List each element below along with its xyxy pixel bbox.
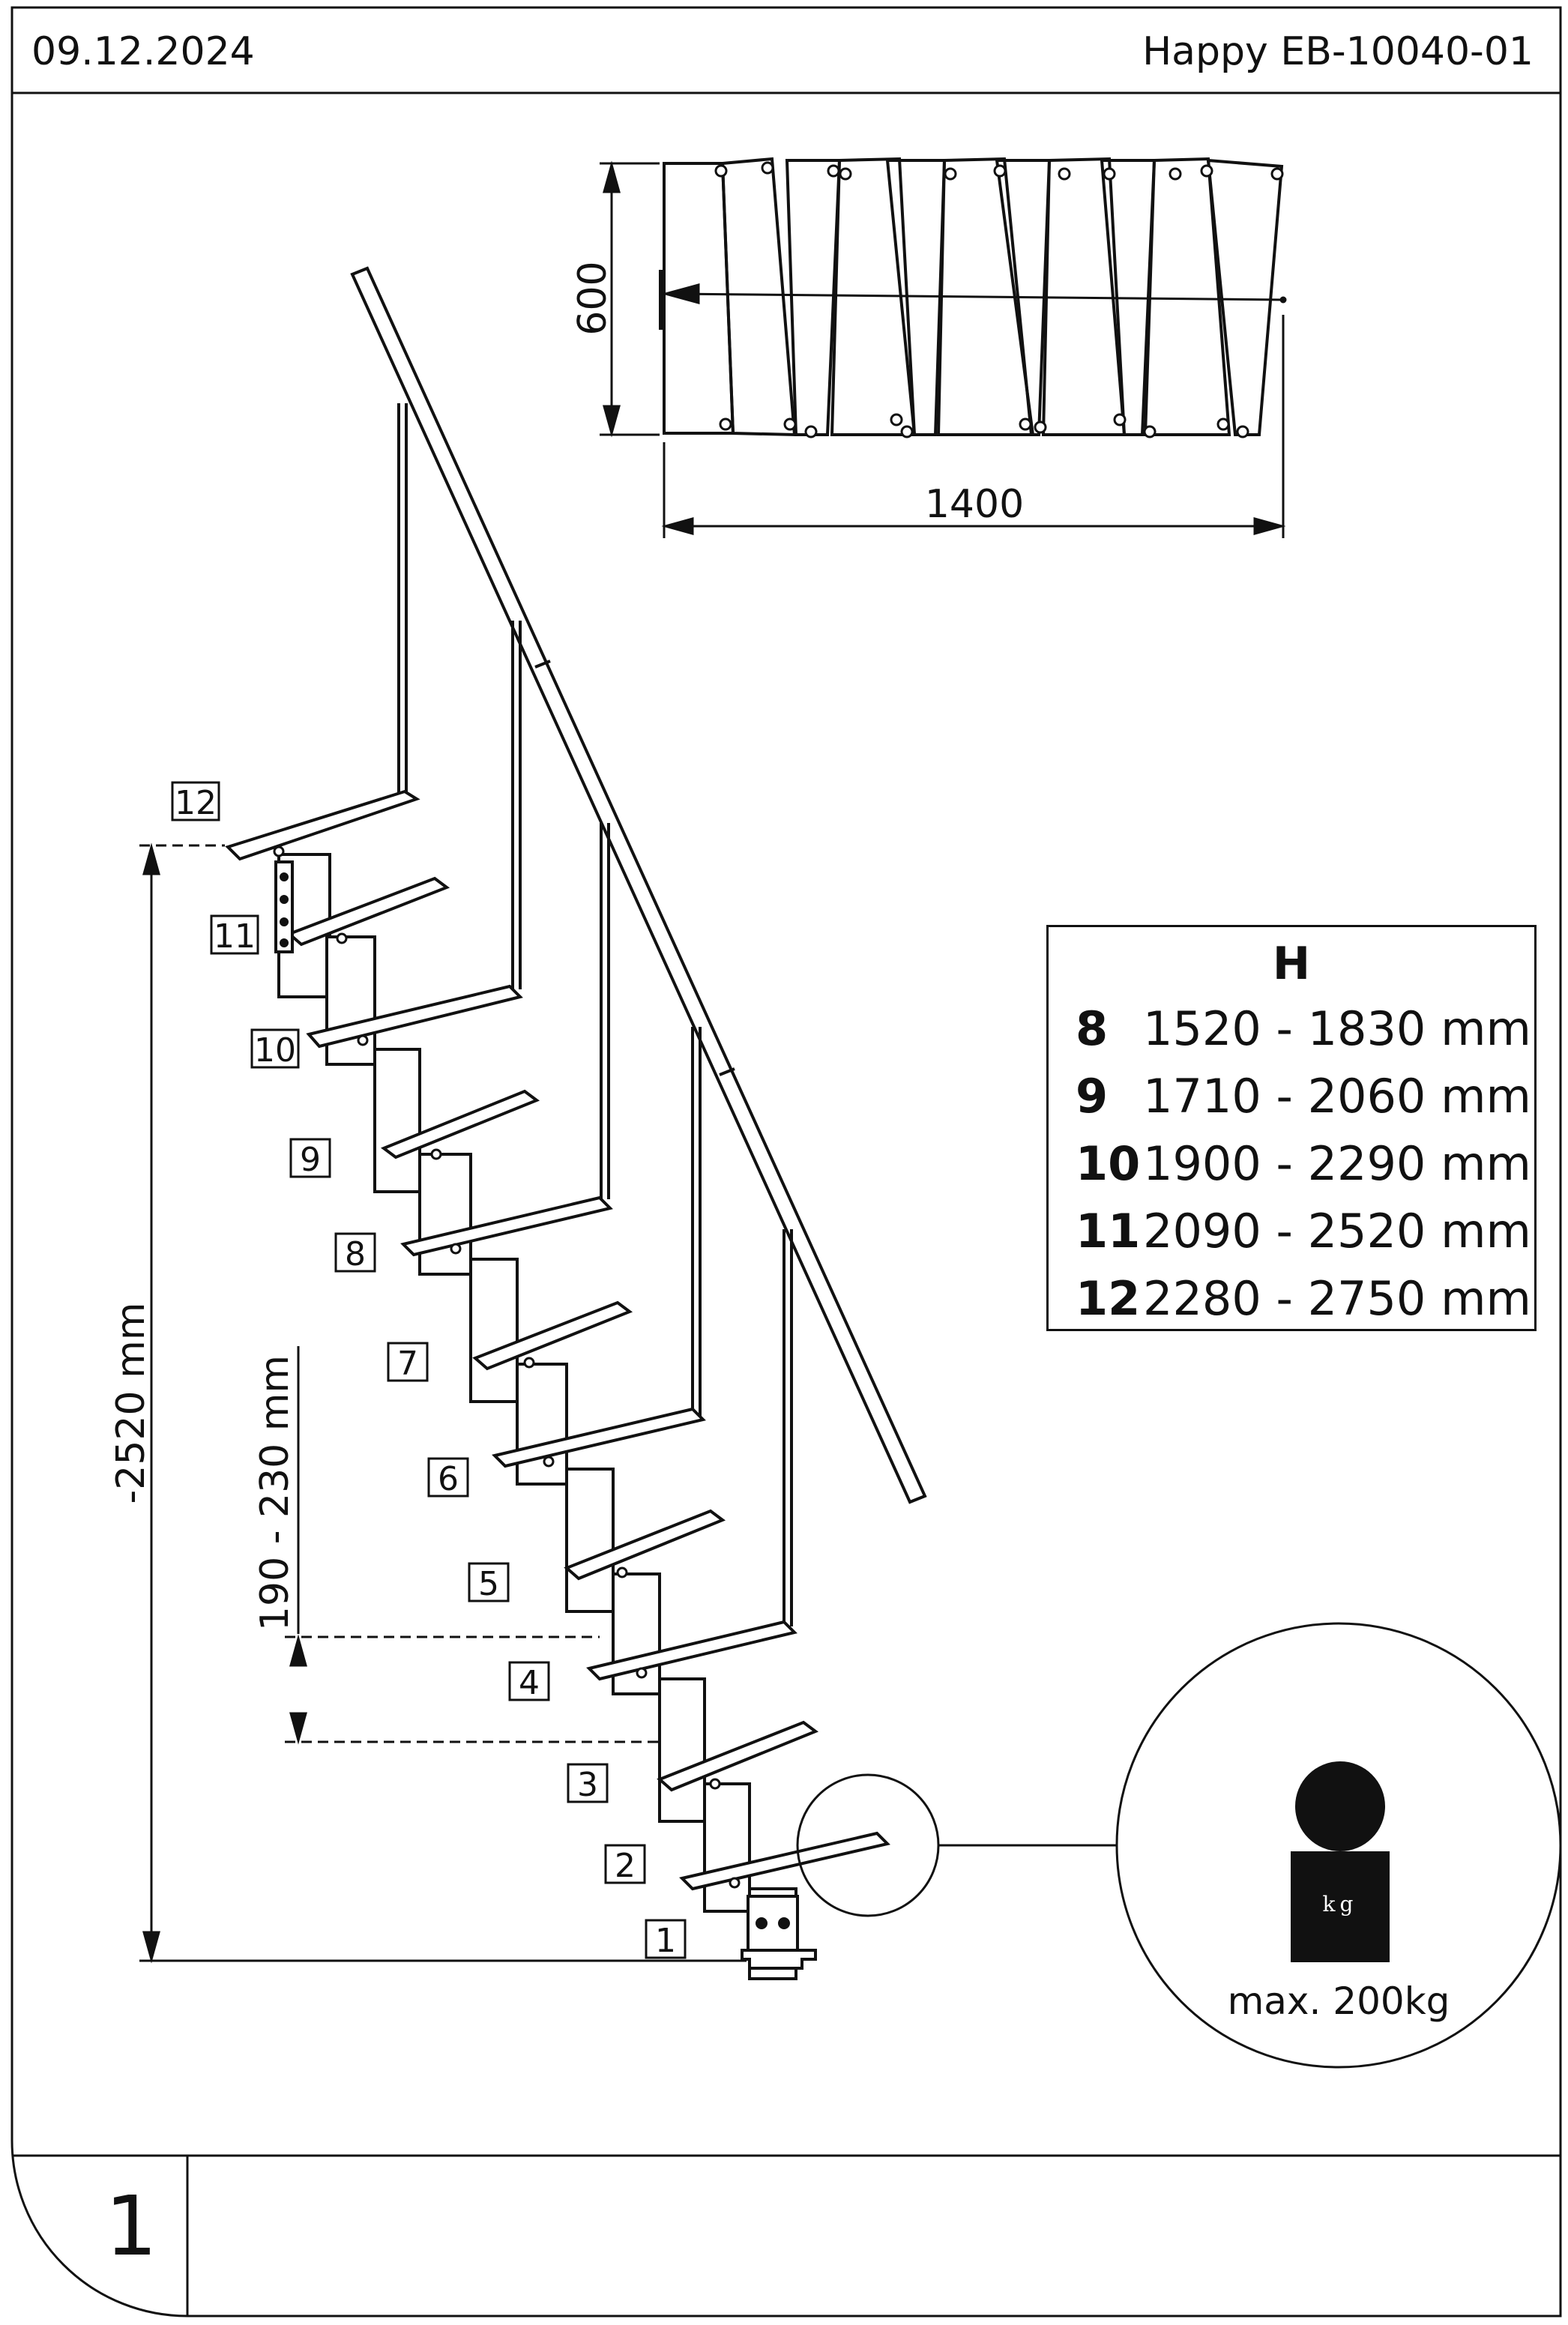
detail-circle: [796, 1773, 1117, 1917]
svg-text:10: 10: [254, 1031, 296, 1070]
walking-line-arrow: [659, 270, 1287, 330]
depth-dimension: [600, 160, 660, 438]
step-count: 10: [1076, 1136, 1141, 1191]
step-number-1: 1: [645, 1919, 687, 1960]
drawing-date: 09.12.2024: [31, 29, 255, 74]
svg-text:3: 3: [577, 1766, 598, 1804]
step-number-3: 3: [567, 1763, 609, 1804]
step-count: 9: [1076, 1069, 1109, 1124]
step-count: 11: [1076, 1204, 1141, 1258]
svg-text:1: 1: [655, 1922, 676, 1960]
svg-text:4: 4: [519, 1664, 540, 1702]
step-number-12: 12: [171, 781, 220, 822]
depth-label: 600: [570, 261, 615, 335]
svg-text:2: 2: [615, 1847, 636, 1885]
total-height-label: -2520 mm: [109, 1303, 154, 1504]
height-range: 1520 - 1830 mm: [1143, 1001, 1531, 1056]
svg-text:5: 5: [478, 1565, 499, 1603]
width-dimension: [661, 315, 1286, 538]
step-number-7: 7: [387, 1342, 429, 1383]
page-number: 1: [105, 2178, 157, 2274]
width-label: 1400: [925, 482, 1024, 527]
wall-bracket: [274, 860, 294, 953]
tread-bolts: [273, 845, 741, 1889]
step-number-10: 10: [250, 1028, 300, 1070]
height-range: 2090 - 2520 mm: [1143, 1204, 1531, 1258]
svg-text:12: 12: [175, 784, 217, 822]
top-view-treads: [663, 157, 1284, 437]
total-height-dimension: [139, 842, 747, 1964]
step-number-11: 11: [210, 914, 259, 956]
top-view: [600, 157, 1287, 538]
balusters: [397, 403, 793, 1626]
riser-height-dimension: [285, 1346, 660, 1745]
weight-icon: kg: [1291, 1761, 1390, 1962]
step-count: 8: [1076, 1001, 1109, 1056]
svg-text:7: 7: [397, 1345, 418, 1383]
load-badge: kg: [1115, 1622, 1562, 2069]
height-range: 1710 - 2060 mm: [1143, 1069, 1531, 1124]
document-code: Happy EB-10040-01: [1142, 29, 1534, 74]
height-range-table: H 8 1520 - 1830 mm 9 1710 - 2060 mm 101900…: [1046, 925, 1537, 1331]
step-number-4: 4: [508, 1661, 550, 1702]
step-count: 12: [1076, 1271, 1141, 1326]
handrail: [350, 266, 927, 1504]
height-range: 2280 - 2750 mm: [1143, 1271, 1531, 1326]
step-number-5: 5: [468, 1562, 510, 1603]
weight-icon-label: kg: [1323, 1892, 1358, 1917]
step-number-2: 2: [604, 1844, 646, 1885]
height-row: 122280 - 2750 mm: [1076, 1269, 1531, 1329]
step-number-6: 6: [427, 1457, 469, 1498]
height-row: 112090 - 2520 mm: [1076, 1201, 1531, 1261]
max-load-label: max. 200kg: [1227, 1979, 1450, 2023]
height-row: 8 1520 - 1830 mm: [1076, 999, 1531, 1059]
svg-text:6: 6: [438, 1460, 459, 1498]
svg-text:11: 11: [214, 917, 256, 956]
base-plate: [741, 1895, 817, 1970]
sheet-frame: [10, 6, 1562, 2318]
svg-text:9: 9: [300, 1141, 321, 1179]
svg-text:8: 8: [345, 1235, 366, 1273]
top-view-bolts: [714, 161, 1284, 438]
step-number-8: 8: [334, 1232, 376, 1273]
riser-height-label: 190 - 230 mm: [253, 1355, 298, 1631]
side-view: [225, 266, 1117, 1980]
height-row: 9 1710 - 2060 mm: [1076, 1067, 1531, 1127]
height-range: 1900 - 2290 mm: [1143, 1136, 1531, 1191]
step-number-9: 9: [289, 1138, 331, 1179]
height-table-header: H: [1272, 938, 1311, 990]
height-row: 101900 - 2290 mm: [1076, 1134, 1531, 1194]
step-number-labels: 12 11 10 9 8 7 6 5 4 3 2 1: [171, 781, 687, 1960]
treads: [225, 789, 890, 1891]
